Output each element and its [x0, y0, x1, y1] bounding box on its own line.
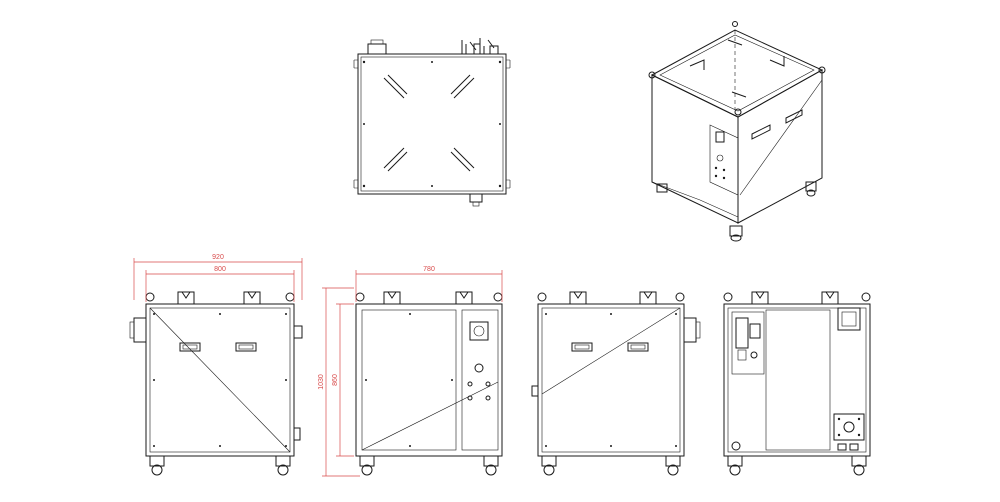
front-view-right: [531, 291, 701, 476]
dim-overall-width: 920: [212, 254, 224, 261]
front-view-door: [355, 291, 503, 476]
dim-body-width: 800: [214, 266, 226, 273]
dim-body-height: 860: [332, 374, 339, 386]
dimension-lines: [133, 258, 503, 477]
top-view: [353, 38, 511, 207]
dim-overall-height: 1030: [318, 374, 325, 390]
dim-depth: 780: [423, 266, 435, 273]
front-view-left: [129, 291, 303, 476]
isometric-view: [648, 21, 826, 242]
rear-view: [723, 291, 871, 476]
